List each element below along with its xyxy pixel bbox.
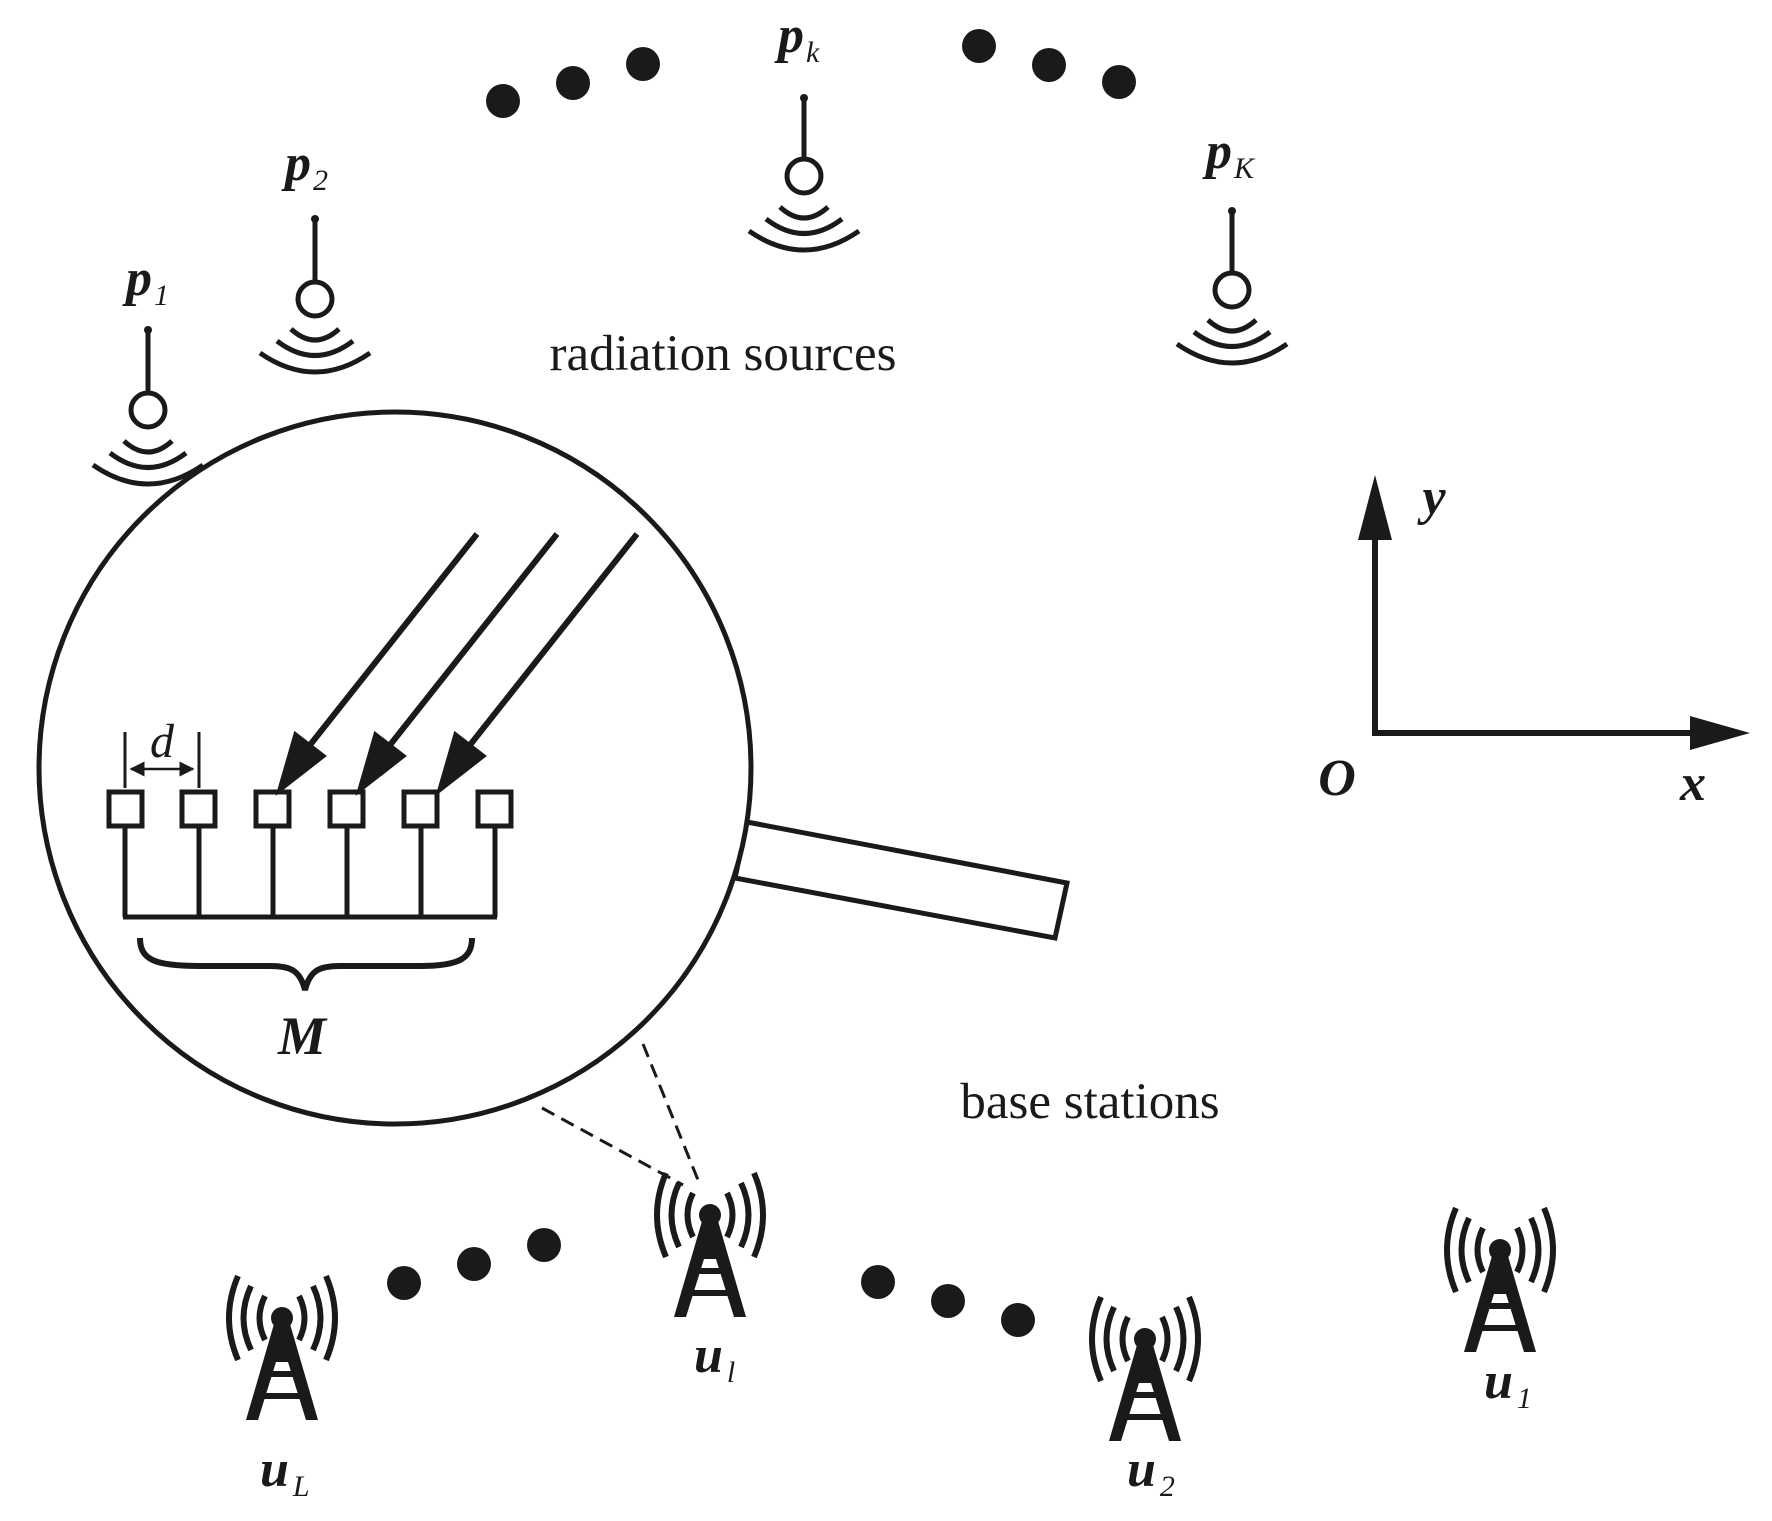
source-ellipsis-right <box>962 29 1136 99</box>
station-ellipsis-right <box>861 1265 1035 1337</box>
source-p2: p2 <box>258 135 372 375</box>
array-element <box>106 789 145 917</box>
source-p2-label: p2 <box>281 135 328 197</box>
origin-label: O <box>1318 750 1356 807</box>
source-pk-label: pk <box>774 7 820 69</box>
array-element <box>327 789 366 917</box>
cell-tower-icon <box>1089 1295 1201 1441</box>
array-element <box>253 789 292 917</box>
x-axis-label: x <box>1679 755 1706 812</box>
coordinate-axes: O x y <box>1318 469 1750 812</box>
element-count-brace: M <box>137 937 475 1066</box>
radiating-antenna-icon <box>258 215 372 375</box>
incident-signal-arrows <box>275 532 640 797</box>
element-count-label: M <box>277 1006 328 1066</box>
radiation-sources-caption: radiation sources <box>550 326 897 382</box>
cell-tower-icon <box>226 1274 338 1420</box>
element-spacing-dimension: d <box>123 715 201 788</box>
magnifier-icon <box>36 409 1070 1127</box>
array-element <box>179 789 218 917</box>
source-p1: p1 <box>91 250 205 487</box>
uniform-linear-array <box>106 789 514 920</box>
source-pk: pk <box>747 7 861 253</box>
x-axis-arrowhead <box>1690 716 1750 750</box>
array-element <box>401 789 440 917</box>
source-ellipsis-left <box>486 47 660 118</box>
element-spacing-label: d <box>150 715 175 768</box>
cell-tower-icon <box>1444 1206 1556 1352</box>
station-ellipsis-left <box>387 1228 561 1300</box>
y-axis-arrowhead <box>1358 475 1392 540</box>
radiating-antenna-icon <box>91 326 205 487</box>
radiating-antenna-icon <box>1175 207 1289 366</box>
magnifier-lens <box>36 409 754 1127</box>
base-stations-caption: base stations <box>960 1074 1219 1130</box>
source-pK: pK <box>1175 123 1289 366</box>
y-axis-label: y <box>1416 469 1446 526</box>
zoom-guide-lines <box>541 1043 700 1187</box>
radiating-antenna-icon <box>747 94 861 253</box>
source-pK-label: pK <box>1202 123 1256 185</box>
source-p1-label: p1 <box>122 250 169 312</box>
magnifier-handle <box>732 819 1070 941</box>
array-element <box>475 789 514 917</box>
cell-tower-icon <box>654 1171 766 1317</box>
